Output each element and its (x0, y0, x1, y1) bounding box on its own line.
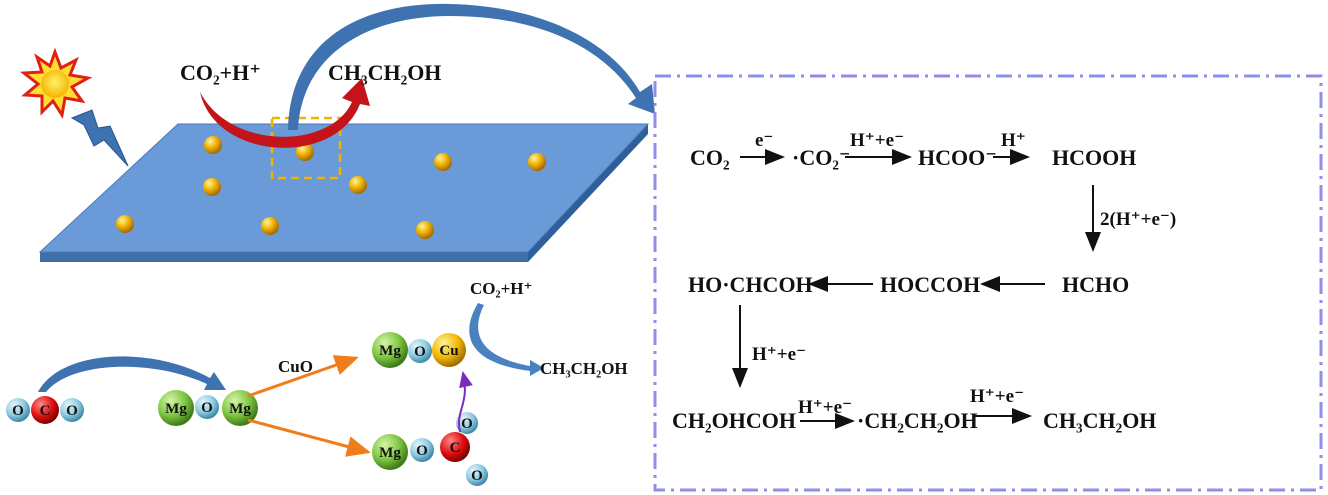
nanoparticle (203, 178, 221, 196)
mechanism-product-label: CH₃CH₂OH (540, 359, 628, 378)
pathway-row-2: HO·CHCOH HOCCOH HCHO (688, 272, 1129, 297)
svg-text:O: O (414, 344, 426, 360)
species-ho-chcoh: HO·CHCOH (688, 272, 813, 297)
nanoparticle (349, 176, 367, 194)
svg-text:O: O (12, 403, 24, 419)
step-label: H⁺+e⁻ (970, 386, 1024, 407)
svg-text:Mg: Mg (165, 401, 187, 417)
species-co2-radical: ·CO₂⁻ (792, 145, 851, 170)
lightning-icon (70, 109, 129, 167)
svg-text:Mg: Mg (379, 445, 401, 461)
nanoparticle (204, 136, 222, 154)
species-hcho: HCHO (1062, 272, 1129, 297)
species-co2: CO₂ (690, 145, 730, 170)
step-label: e⁻ (755, 130, 773, 151)
step-label: H⁺+e⁻ (752, 344, 806, 365)
svg-text:C: C (40, 403, 51, 419)
nanoparticle (416, 221, 434, 239)
svg-text:C: C (450, 440, 461, 456)
pathway-row-1: CO₂ e⁻ ·CO₂⁻ H⁺+e⁻ HCOO⁻ H⁺ HCOOH (690, 130, 1136, 170)
cuo-label: CuO (278, 357, 313, 376)
product-arrow-blue (469, 303, 544, 376)
catalyst-plate (38, 123, 650, 262)
svg-text:O: O (66, 403, 78, 419)
species-ethanol: CH₃CH₂OH (1043, 408, 1156, 433)
svg-text:O: O (416, 443, 428, 459)
species-hcoo: HCOO⁻ (918, 145, 997, 170)
nanoparticle (528, 153, 546, 171)
svg-text:Cu: Cu (439, 343, 458, 359)
highlight-box (270, 116, 342, 180)
mechanism-reactant-label: CO₂+H⁺ (470, 279, 532, 298)
nanoparticle (261, 217, 279, 235)
sun-icon (19, 47, 93, 120)
nanoparticle (296, 143, 314, 161)
nanoparticle (434, 153, 452, 171)
mg-o-cu-cluster: Mg O Cu (372, 332, 466, 368)
step-label: H⁺+e⁻ (850, 130, 904, 151)
mgo-cluster: Mg O Mg (158, 390, 258, 426)
species-ch2ohcoh: CH₂OHCOH (672, 408, 796, 433)
species-hoccoh: HOCCOH (880, 272, 980, 297)
svg-text:O: O (461, 416, 473, 432)
step-label: H⁺ (1001, 130, 1026, 151)
svg-text:Mg: Mg (379, 343, 401, 359)
svg-text:Mg: Mg (229, 401, 251, 417)
pathway-box (653, 74, 1323, 492)
reaction-arrow-red (200, 78, 370, 148)
svg-text:O: O (471, 468, 483, 484)
svg-text:O: O (201, 400, 213, 416)
surface-product-label: CH₃CH₂OH (328, 60, 441, 85)
species-ch2ch2oh-radical: ·CH₂CH₂OH (857, 408, 978, 433)
step-label: H⁺+e⁻ (798, 397, 852, 418)
zoom-arrow-blue (288, 3, 655, 130)
nanoparticles (116, 136, 546, 239)
conversion-arrow-purple (458, 371, 473, 433)
surface-reactant-label: CO₂+H⁺ (180, 60, 261, 85)
co2-molecule: O C O (6, 396, 84, 424)
mg-carbonate-cluster: Mg O C O O (372, 412, 488, 486)
transfer-arrow-blue (38, 356, 226, 392)
nanoparticle (116, 215, 134, 233)
step-label: 2(H⁺+e⁻) (1100, 209, 1176, 230)
species-hcooh: HCOOH (1052, 145, 1136, 170)
pathway-row-3: CH₂OHCOH H⁺+e⁻ ·CH₂CH₂OH H⁺+e⁻ CH₃CH₂OH (672, 386, 1156, 433)
